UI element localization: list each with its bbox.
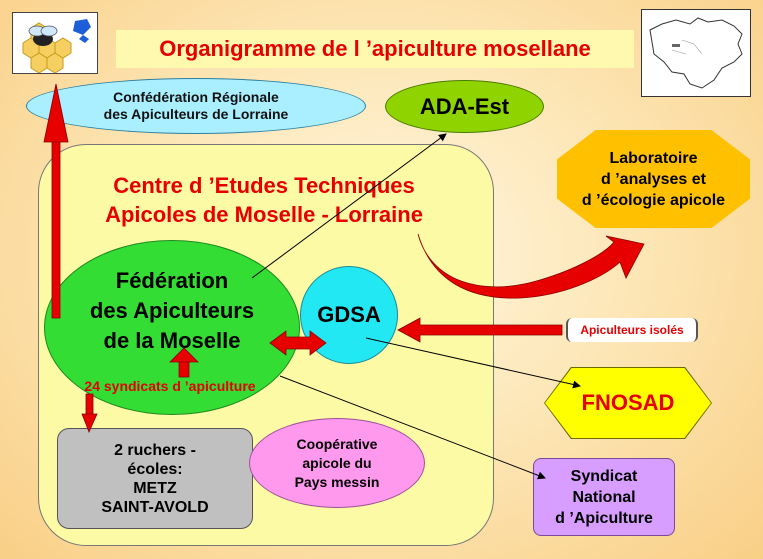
syndicats-up-arrow	[169, 347, 199, 378]
cooperative-line2: apicole du	[302, 454, 372, 471]
apiculteurs-isoles-label: Apiculteurs isolés	[580, 323, 684, 337]
laboratoire-line3: d ’écologie apicole	[581, 191, 726, 209]
ada-est-node: ADA-Est	[385, 80, 544, 133]
federation-line3: de la Moselle	[103, 327, 241, 353]
snapi-line2: National	[572, 488, 636, 506]
page-title: Organigramme de l ’apiculture mosellane	[116, 30, 634, 68]
syndicats-label: 24 syndicats d ’apiculture	[84, 378, 256, 394]
federation-gdsa-double-arrow	[269, 330, 327, 356]
federation-to-confederation-arrow	[43, 83, 69, 319]
cetam-to-laboratoire-curved-arrow	[417, 233, 645, 299]
gdsa-to-fnosad-line	[365, 337, 581, 389]
fnosad-node: FNOSAD	[545, 368, 711, 438]
ruchers-line3: METZ	[133, 479, 177, 497]
confederation-line1: Confédération Régionale	[113, 89, 279, 105]
moselle-map-icon	[641, 9, 751, 97]
snapi-line1: Syndicat	[570, 467, 638, 485]
bee-logo-icon	[12, 12, 98, 74]
cooperative-node: Coopérative apicole du Pays messin	[249, 418, 425, 508]
ruchers-line2: écoles:	[127, 460, 183, 478]
cetam-title-line2: Apicoles de Moselle - Lorraine	[105, 202, 423, 227]
laboratoire-line2: d ’analyses et	[601, 170, 706, 188]
cetam-title: Centre d ’Etudes Techniques Apicoles de …	[64, 170, 464, 230]
cooperative-line3: Pays messin	[294, 473, 380, 490]
ruchers-ecoles-node: 2 ruchers - écoles: METZ SAINT-AVOLD	[57, 428, 253, 529]
federation-to-ruchers-arrow	[81, 393, 98, 434]
isoles-to-gdsa-arrow	[397, 317, 563, 343]
federation-line1: Fédération	[115, 267, 229, 293]
snapi-line3: d ’Apiculture	[555, 509, 653, 527]
ruchers-line4: SAINT-AVOLD	[101, 498, 209, 516]
laboratoire-line1: Laboratoire	[609, 149, 698, 167]
federation-node: Fédération des Apiculteurs de la Moselle	[44, 240, 300, 415]
apiculteurs-isoles-box	[566, 318, 698, 342]
ruchers-line1: 2 ruchers -	[114, 441, 196, 459]
cetam-title-line1: Centre d ’Etudes Techniques	[113, 173, 415, 198]
syndicat-national-node: Syndicat National d ’Apiculture	[533, 458, 675, 536]
confederation-line2: des Apiculteurs de Lorraine	[103, 106, 289, 122]
cooperative-line1: Coopérative	[296, 435, 378, 452]
laboratoire-node: Laboratoire d ’analyses et d ’écologie a…	[557, 130, 750, 228]
confederation-regionale-node: Confédération Régionale des Apiculteurs …	[26, 78, 366, 134]
federation-to-ada-line	[251, 133, 447, 279]
federation-line2: des Apiculteurs	[89, 297, 255, 323]
federation-to-snapi-line	[279, 375, 546, 480]
